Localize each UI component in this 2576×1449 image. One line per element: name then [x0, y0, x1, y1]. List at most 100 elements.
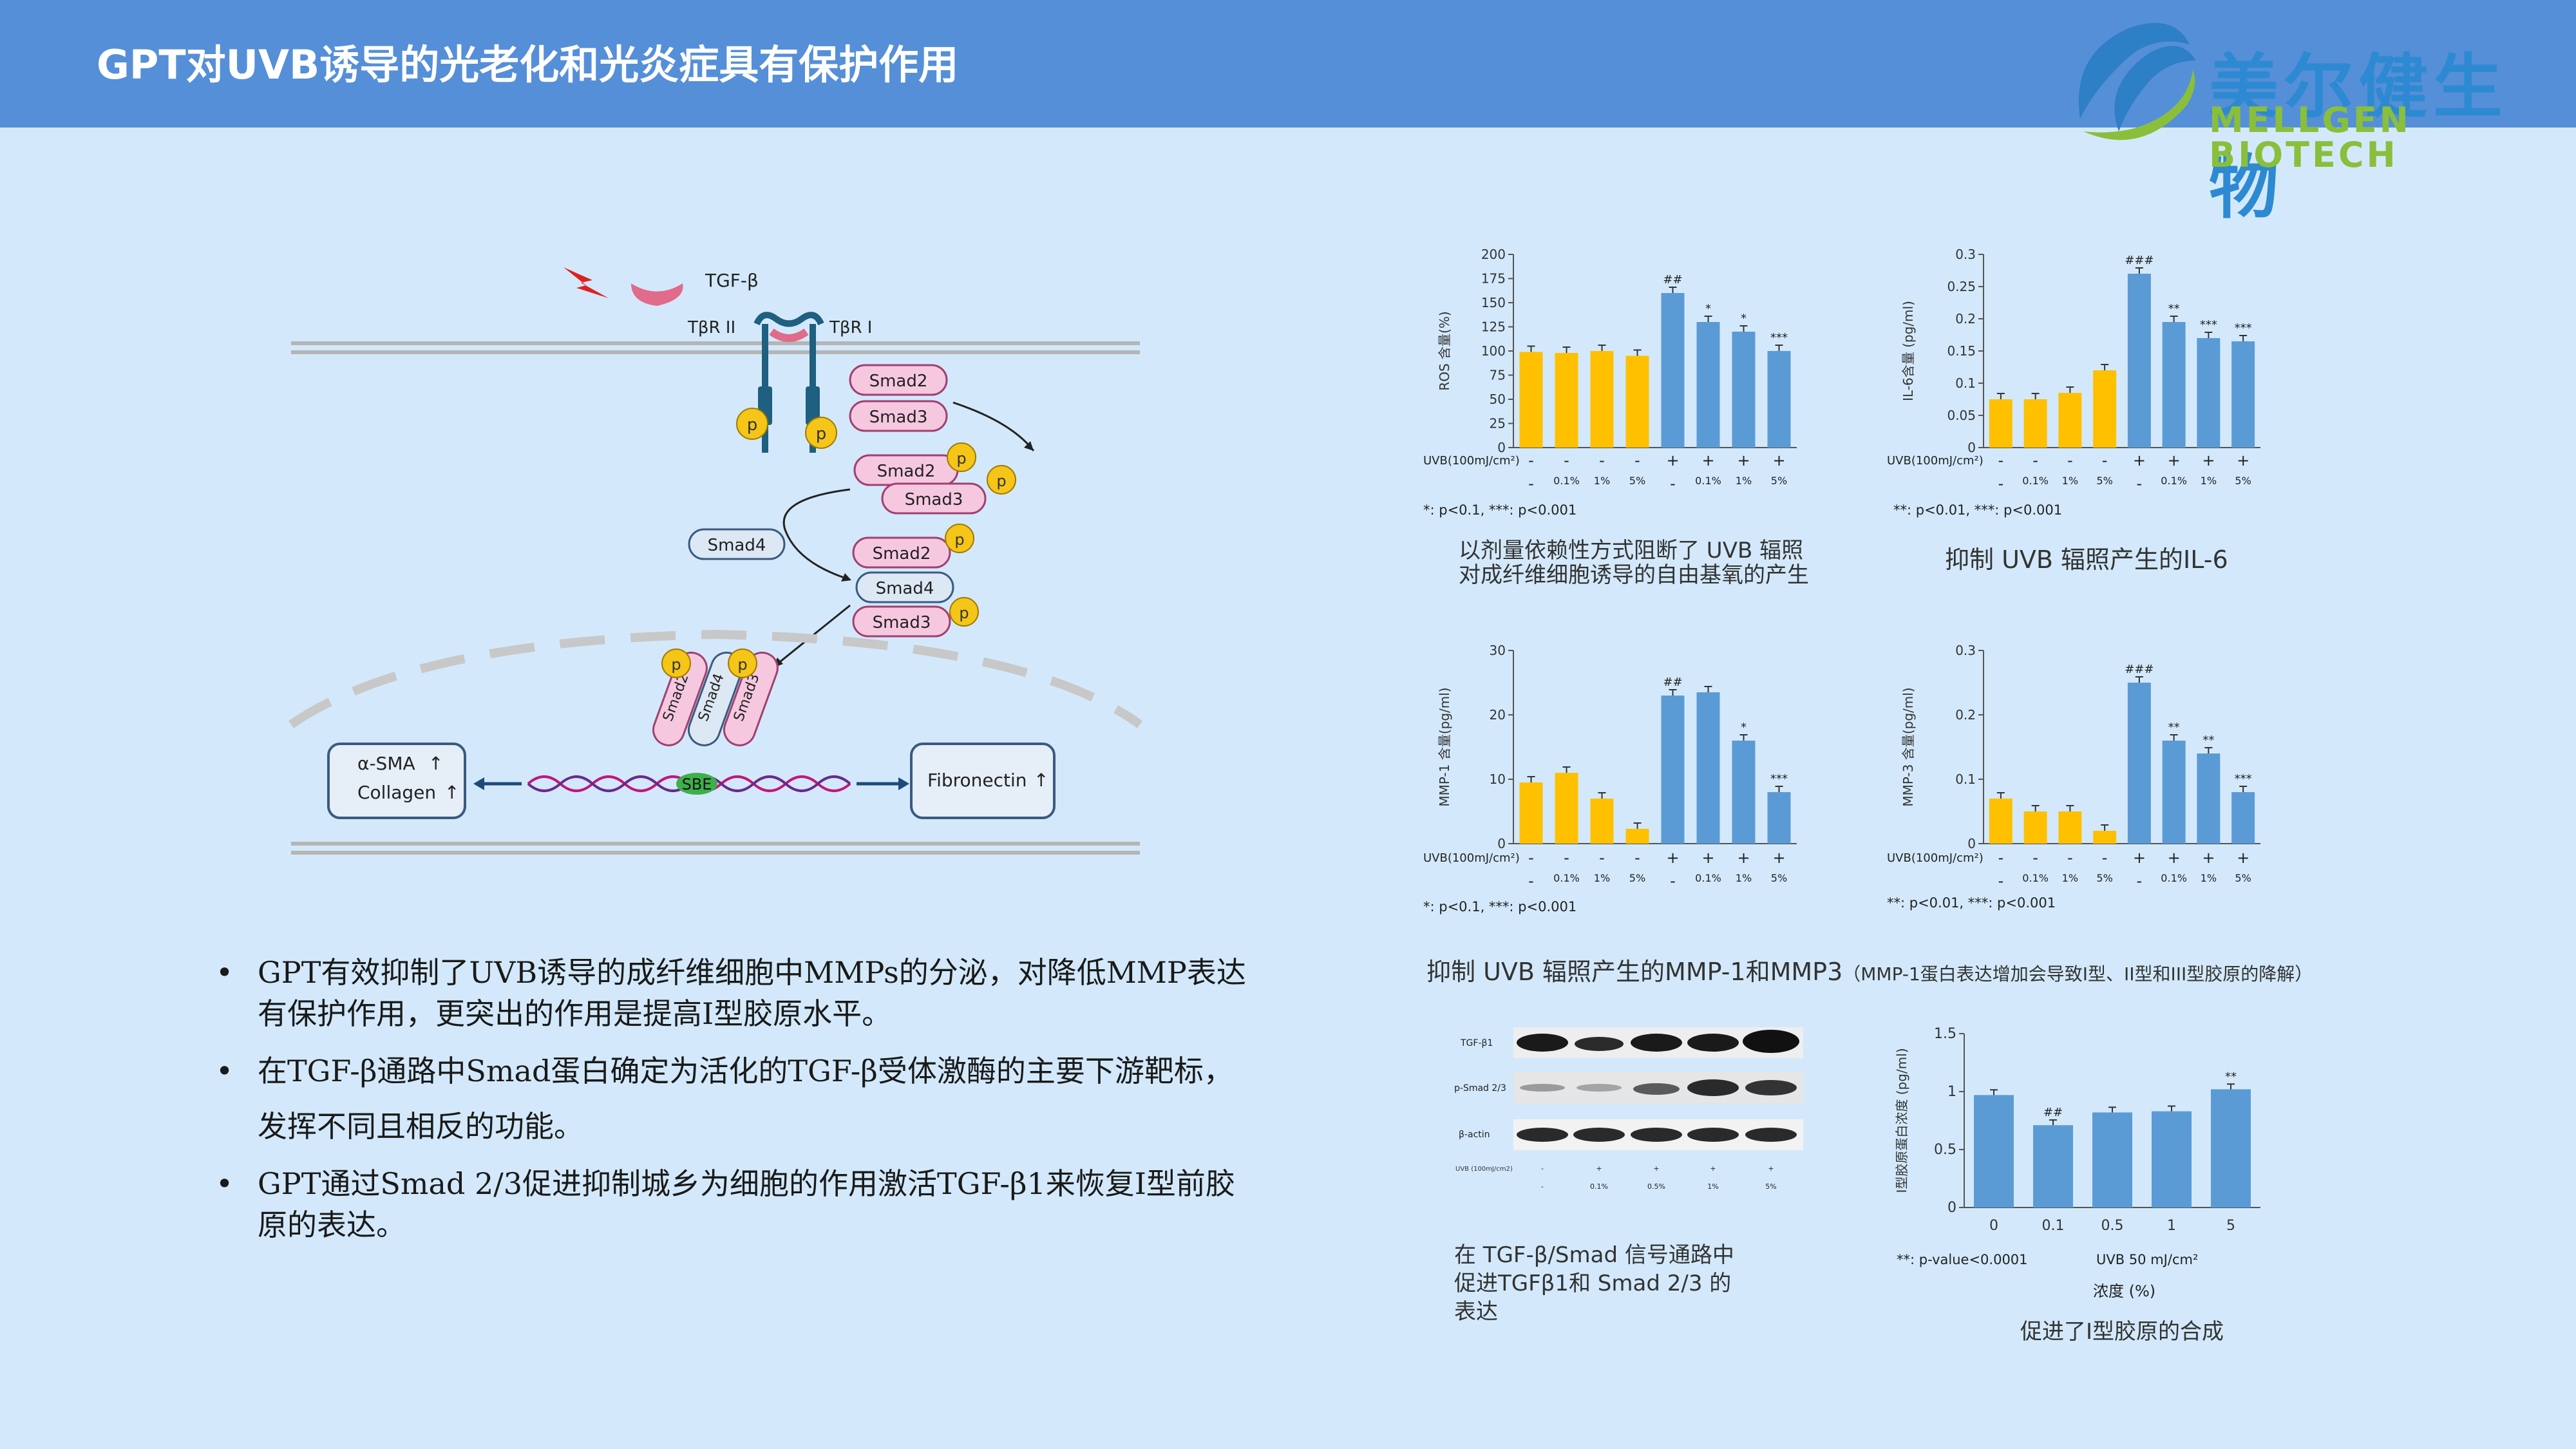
- uvb-sign: -: [2067, 451, 2073, 469]
- dose-label: 1%: [2200, 475, 2217, 487]
- y-tick-label: 10: [1490, 772, 1506, 787]
- bar: [1661, 293, 1685, 448]
- uvb-sign: -: [1599, 849, 1605, 867]
- dose-label: -: [1528, 475, 1534, 493]
- y-axis-label: IL-6含量 (pg/ml): [1900, 301, 1916, 401]
- dose-label: -: [1670, 475, 1676, 493]
- svg-text:p: p: [959, 604, 969, 622]
- receptor-1-label: TβR I: [829, 318, 872, 337]
- uvb-sign: +: [2202, 849, 2215, 867]
- uvb-sign: +: [1737, 849, 1750, 867]
- dose-label: -: [1528, 872, 1534, 890]
- dose-label: 1%: [1593, 872, 1611, 884]
- significance-label: ###: [2125, 663, 2154, 676]
- x-tick-label: 0: [1989, 1218, 1998, 1230]
- tgf-beta-pathway-diagram: TGF-β TβR II TβR I p p Smad2 Smad3 Smad2…: [289, 267, 1143, 855]
- svg-text:Smad2: Smad2: [869, 372, 928, 391]
- blot-treatment-row: --+0.1%+0.5%+1%+5%: [1513, 1164, 1803, 1197]
- western-caption: 在 TGF-β/Smad 信号通路中 促进TGFβ1和 Smad 2/3 的 表…: [1454, 1242, 1734, 1325]
- bar: [1555, 353, 1578, 448]
- dose-label: 5%: [2096, 475, 2113, 487]
- significance-label: **: [2168, 302, 2180, 316]
- uvb-sign: +: [1666, 451, 1680, 469]
- y-axis-label: I型胶原蛋白浓度 (pg/ml): [1894, 1048, 1909, 1193]
- ros-footnote: *: p<0.1, ***: p<0.001: [1423, 502, 1577, 518]
- uv-lightning-icon: [564, 267, 609, 298]
- uvb-sign: +: [1772, 849, 1786, 867]
- page-title: GPT对UVB诱导的光老化和光炎症具有保护作用: [97, 41, 959, 88]
- dose-label: 5%: [1629, 872, 1646, 884]
- uvb-sign: -: [2101, 451, 2108, 469]
- bar: [2058, 811, 2082, 844]
- significance-label: *: [1705, 302, 1711, 316]
- dose-label: 1%: [1735, 475, 1752, 487]
- blot-label: β-actin: [1459, 1130, 1490, 1140]
- bar: [1590, 799, 1614, 844]
- uvb-sign: -: [1634, 451, 1640, 469]
- bar: [2023, 399, 2047, 448]
- blot-dose-label: 5%: [1765, 1182, 1777, 1191]
- blot-uvb-label: UVB (100mJ/cm2): [1455, 1166, 1513, 1173]
- y-tick-label: 30: [1490, 643, 1506, 658]
- y-axis-label: MMP-3 含量(pg/ml): [1900, 687, 1916, 806]
- mmp1-footnote: *: p<0.1, ***: p<0.001: [1423, 899, 1577, 914]
- significance-label: **: [2225, 1070, 2237, 1083]
- y-tick-label: 125: [1481, 319, 1506, 335]
- fibronectin-label: Fibronectin: [927, 770, 1027, 791]
- svg-text:p: p: [996, 472, 1006, 490]
- svg-text:Smad3: Smad3: [873, 613, 931, 632]
- dose-label: -: [2136, 872, 2143, 890]
- uvb-label: UVB(100mJ/cm²): [1423, 454, 1520, 468]
- blot-label: p-Smad 2/3: [1454, 1083, 1506, 1094]
- blot-uvb-sign: -: [1541, 1164, 1544, 1173]
- header-bar: GPT对UVB诱导的光老化和光炎症具有保护作用 美尔健生物 MELLGEN BI…: [0, 0, 2576, 228]
- svg-text:p: p: [816, 424, 827, 444]
- logo-mark-icon: [2078, 23, 2196, 140]
- y-axis-label: MMP-1 含量(pg/ml): [1437, 687, 1452, 806]
- svg-text:Smad3: Smad3: [905, 490, 963, 509]
- significance-label: ***: [2235, 321, 2252, 335]
- blot-bands: [1513, 1027, 1803, 1150]
- il6-treatment-row: UVB(100mJ/cm²)---0.1%-1%-5%+-+0.1%+1%+5%: [1887, 451, 2273, 499]
- tgf-ligand-icon: [631, 283, 683, 306]
- svg-text:p: p: [671, 656, 681, 674]
- logo-chinese-text: 美尔健生物: [2209, 47, 2508, 228]
- uvb-sign: -: [1998, 849, 2004, 867]
- ros-treatment-row: UVB(100mJ/cm²)---0.1%-1%-5%+-+0.1%+1%+5%: [1423, 451, 1810, 499]
- uvb-sign: +: [2167, 451, 2181, 469]
- significance-label: *: [1741, 721, 1747, 734]
- dose-label: 5%: [1770, 872, 1788, 884]
- dose-label: 0.1%: [2022, 872, 2049, 884]
- blot-uvb-sign: +: [1653, 1164, 1660, 1173]
- uvb-sign: -: [1634, 849, 1640, 867]
- y-tick-label: 0: [1497, 836, 1506, 851]
- receptor-2-label: TβR II: [687, 318, 735, 337]
- y-tick-label: 0.25: [1947, 279, 1976, 294]
- svg-text:p: p: [747, 415, 758, 435]
- bar: [2152, 1111, 2192, 1208]
- y-tick-label: 100: [1481, 343, 1506, 359]
- blot-uvb-sign: +: [1710, 1164, 1716, 1173]
- uvb-sign: -: [2032, 849, 2038, 867]
- y-tick-label: 0.1: [1955, 772, 1976, 787]
- y-axis-label: ROS 含量(%): [1437, 311, 1452, 390]
- svg-text:p: p: [956, 450, 966, 468]
- uvb-sign: +: [2202, 451, 2215, 469]
- dose-label: 0.1%: [2161, 475, 2187, 487]
- bar: [2058, 393, 2082, 448]
- logo-english-text: MELLGEN BIOTECH: [2209, 100, 2411, 175]
- mmp3-bar-chart: MMP-3 含量(pg/ml)00.10.20.3###*******: [1900, 643, 2260, 851]
- bar: [1974, 1095, 2014, 1208]
- collagen-footnote: **: p-value<0.0001: [1897, 1252, 2028, 1267]
- bar: [2127, 274, 2151, 448]
- collagen-uvb-label: UVB 50 mJ/cm²: [2096, 1252, 2199, 1267]
- collagen-caption: 促进了I型胶原的合成: [2020, 1319, 2224, 1345]
- bar: [1989, 399, 2012, 448]
- significance-label: ***: [1770, 772, 1788, 786]
- svg-text:Smad4: Smad4: [876, 579, 934, 598]
- bar: [1732, 332, 1756, 448]
- dose-label: 1%: [1593, 475, 1611, 487]
- bar: [2211, 1089, 2251, 1208]
- x-tick-label: 1: [2167, 1218, 2176, 1230]
